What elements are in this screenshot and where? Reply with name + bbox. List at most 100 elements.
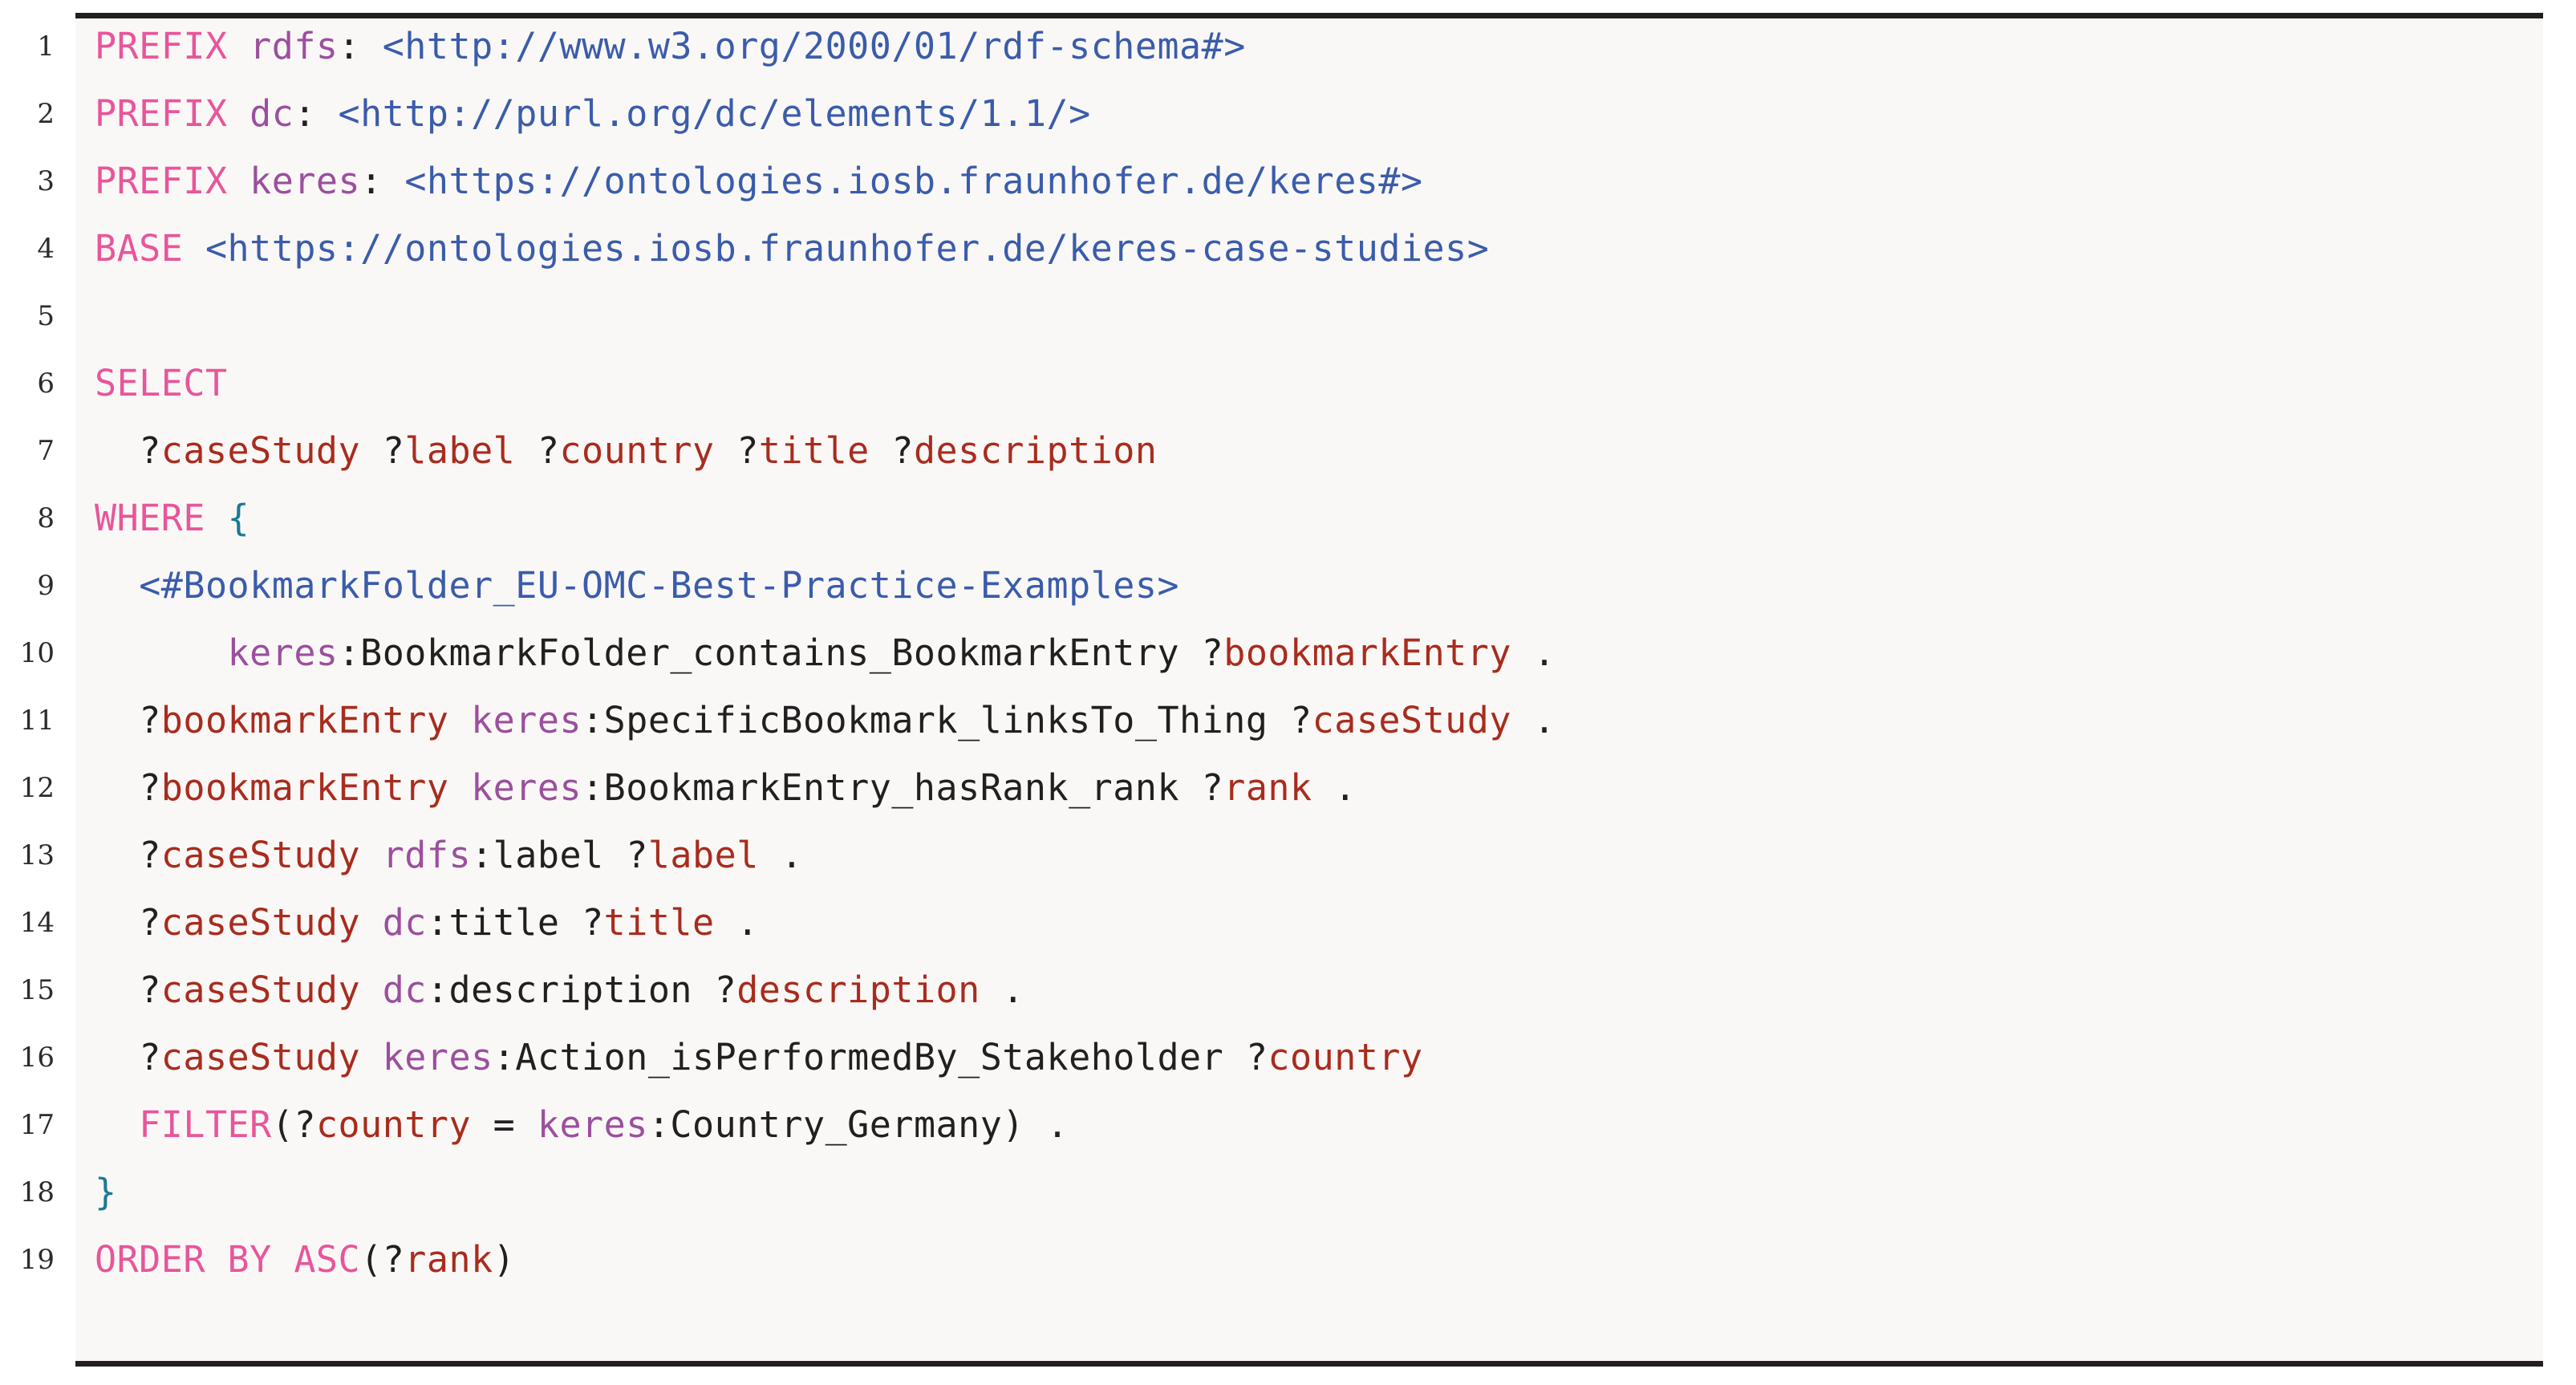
token-plain [1179,766,1202,809]
token-kw: ORDER BY ASC [95,1238,361,1281]
token-plain [870,429,892,472]
token-var: caseStudy [1312,699,1511,741]
token-pfx: keres [382,1036,493,1078]
token-punc: ? [1245,1036,1268,1078]
line-code: ?caseStudy ?label ?country ?title ?descr… [95,417,1157,485]
line-code: WHERE { [95,485,249,552]
line-code: ?bookmarkEntry keres:BookmarkEntry_hasRa… [95,754,1357,822]
token-pfx: dc [382,901,427,944]
line-number: 2 [37,98,55,130]
line-code: ?caseStudy dc:title ?title . [95,889,759,957]
line-code: } [95,1159,117,1226]
code-line: 7 ?caseStudy ?label ?country ?title ?des… [0,417,2576,485]
token-plain [1179,632,1202,674]
token-var: country [559,429,715,472]
token-punc: . [1511,699,1556,741]
token-pfx: keres [471,766,582,809]
token-var: rank [1223,766,1312,809]
token-pfx: keres [249,160,361,202]
line-code: FILTER(?country = keres:Country_Germany)… [95,1091,1069,1159]
line-number: 7 [37,435,55,467]
line-code: BASE <https://ontologies.iosb.fraunhofer… [95,215,1489,282]
token-punc: :title [426,901,560,944]
token-punc: ? [382,1238,405,1281]
token-plain [95,699,139,741]
line-code: keres:BookmarkFolder_contains_BookmarkEn… [95,619,1556,687]
code-line: 8 WHERE { [0,485,2576,552]
token-var: title [758,429,870,472]
code-line: 10 keres:BookmarkFolder_contains_Bookmar… [0,619,2576,687]
token-var: country [1268,1036,1423,1078]
token-var: description [913,429,1158,472]
token-plain [692,969,715,1011]
token-plain [183,227,205,270]
token-plain [95,1036,139,1078]
token-punc: . [1312,766,1357,809]
token-plain [1223,1036,1246,1078]
line-number: 14 [19,907,55,939]
token-plain [448,766,471,809]
token-var: label [647,834,759,876]
code-line: 14 ?caseStudy dc:title ?title . [0,889,2576,957]
code-line: 16 ?caseStudy keres:Action_isPerformedBy… [0,1024,2576,1091]
token-plain [316,92,339,135]
token-punc: : [294,92,316,135]
token-punc: . [714,901,759,944]
token-kw: SELECT [95,362,228,404]
token-punc: ? [382,429,405,472]
token-uri: <http://purl.org/dc/elements/1.1/> [338,92,1091,135]
token-plain [95,564,139,607]
token-punc: ? [139,766,161,809]
token-kw: PREFIX [95,25,228,67]
token-pfx: dc [382,969,427,1011]
token-punc: ( [360,1238,383,1281]
line-code: <#BookmarkFolder_EU-OMC-Best-Practice-Ex… [95,552,1179,619]
token-plain [715,429,737,472]
token-pfx: keres [537,1103,648,1146]
code-line: 18} [0,1159,2576,1226]
token-uri: <https://ontologies.iosb.fraunhofer.de/k… [404,160,1423,202]
token-punc: :description [426,969,693,1011]
line-number: 4 [37,233,55,265]
token-plain [604,834,627,876]
line-code: ?caseStudy keres:Action_isPerformedBy_St… [95,1024,1423,1091]
code-line: 13 ?caseStudy rdfs:label ?label . [0,822,2576,889]
token-punc: ) . [1002,1103,1069,1146]
token-var: description [736,969,980,1011]
token-var: label [404,429,516,472]
token-var: country [315,1103,472,1146]
line-number: 12 [19,772,55,804]
line-code: ?caseStudy dc:description ?description . [95,957,1024,1024]
token-plain [228,25,250,67]
code-line: 17 FILTER(?country = keres:Country_Germa… [0,1091,2576,1159]
line-number: 9 [37,570,55,602]
token-punc: : [338,25,361,67]
line-number: 18 [19,1176,55,1208]
token-punc: ? [626,834,648,876]
token-plain [95,766,139,809]
token-brace: } [95,1171,117,1213]
token-punc: ( [271,1103,294,1146]
token-kw: WHERE [95,497,205,539]
line-number: 8 [37,502,55,534]
token-pfx: rdfs [249,25,339,67]
line-number: 15 [19,974,55,1006]
code-line: 15 ?caseStudy dc:description ?descriptio… [0,957,2576,1024]
token-punc: :label [471,834,604,876]
token-punc: ? [139,699,161,741]
line-code: PREFIX dc: <http://purl.org/dc/elements/… [95,80,1091,148]
line-code: PREFIX rdfs: <http://www.w3.org/2000/01/… [95,13,1246,80]
token-brace: { [227,497,250,539]
token-punc: :Country_Germany [647,1103,1003,1146]
token-punc: ? [139,969,161,1011]
token-plain [360,969,383,1011]
token-punc: . [758,834,803,876]
token-punc: ? [714,969,737,1011]
token-plain [95,969,139,1011]
token-pfx: keres [227,632,339,674]
token-punc: ) [493,1238,516,1281]
token-var: bookmarkEntry [160,766,449,809]
